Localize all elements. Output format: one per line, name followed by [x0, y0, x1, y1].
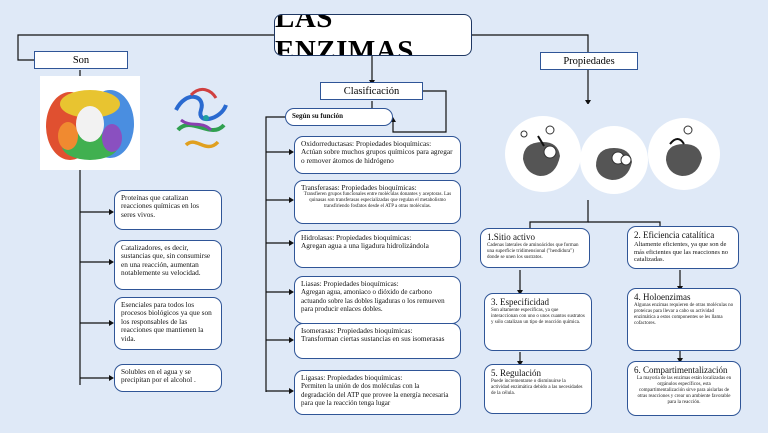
class-item-isomerasas: Isomerasas: Propiedades bioquímicas: Tra…: [294, 323, 461, 359]
clasificacion-header: Clasificación: [320, 82, 423, 100]
class-item-desc: Actúan sobre muchos grupos químicos para…: [301, 147, 453, 165]
segun-funcion-box: Según su función: [285, 108, 393, 126]
prop-item-compartimentalizacion: 6. Compartimentalización La mayoría de l…: [627, 361, 741, 416]
prop-item-name: 2. Eficiencia catalítica: [634, 230, 715, 240]
propiedades-header: Propiedades: [540, 52, 638, 70]
prop-item-regulacion: 5. Regulación Puede incrementarse o dism…: [484, 364, 592, 414]
class-item-desc: Permiten la unión de dos moléculas con l…: [301, 382, 449, 408]
son-item-2: Catalizadores, es decir, sustancias que,…: [114, 240, 222, 290]
prop-item-desc: Algunas enzimas requieren de otras moléc…: [634, 303, 734, 326]
class-item-name: Liasas: Propiedades bioquímicas:: [301, 279, 399, 288]
enzyme-substrate-diagram: [498, 104, 723, 200]
class-item-name: Ligasas: Propiedades bioquímicas:: [301, 373, 403, 382]
prop-item-especificidad: 3. Especificidad Son altamente específic…: [484, 293, 592, 351]
class-item-name: Isomerasas: Propiedades bioquímicas:: [301, 326, 413, 335]
enzyme-structure-image-1: [40, 76, 140, 170]
class-item-name: Transferasas: Propiedades bioquímicas:: [301, 183, 417, 192]
prop-item-name: 6. Compartimentalización: [634, 365, 728, 375]
enzyme-structure-image-2: [174, 87, 228, 149]
class-item-desc: Transforman ciertas sustancias en sus is…: [301, 334, 445, 344]
class-item-desc: Agregan agua, amoniaco o dióxido de carb…: [301, 288, 445, 314]
class-item-name: Oxidorreductasas: Propiedades bioquímica…: [301, 139, 432, 148]
class-item-desc: Transfieren grupos funcionales entre mol…: [303, 192, 452, 210]
son-item-1: Proteínas que catalizan reacciones quími…: [114, 190, 222, 230]
class-item-transferasas: Transferasas: Propiedades bioquímicas: T…: [294, 180, 461, 224]
prop-item-name: 5. Regulación: [491, 368, 541, 378]
prop-item-sitio-activo: 1.Sitio activo Cadenas laterales de amin…: [480, 228, 590, 268]
class-item-liasas: Liasas: Propiedades bioquímicas: Agregan…: [294, 276, 461, 324]
class-item-ligasas: Ligasas: Propiedades bioquímicas: Permit…: [294, 370, 461, 415]
prop-item-desc: Son altamente específicas, ya que intera…: [491, 308, 585, 325]
prop-item-holoenzimas: 4. Holoenzimas Algunas enzimas requieren…: [627, 288, 741, 351]
prop-item-desc: La mayoría de las enzimas están localiza…: [636, 376, 732, 405]
son-item-3: Esenciales para todos los procesos bioló…: [114, 297, 222, 350]
prop-item-desc: Altamente eficientes, ya que son de más …: [634, 241, 729, 263]
class-item-hidrolasas: Hidrolasas: Propiedades bioquímicas: Agr…: [294, 230, 461, 268]
prop-item-desc: Cadenas laterales de aminoácidos que for…: [487, 243, 579, 260]
prop-item-name: 4. Holoenzimas: [634, 292, 691, 302]
class-item-name: Hidrolasas: Propiedades bioquímicas:: [301, 233, 412, 242]
son-item-4: Solubles en el agua y se precipitan por …: [114, 364, 222, 392]
prop-item-desc: Puede incrementarse o disminuirse la act…: [491, 379, 583, 396]
prop-item-name: 3. Especificidad: [491, 297, 549, 307]
prop-item-eficiencia: 2. Eficiencia catalítica Altamente efici…: [627, 226, 739, 269]
class-item-oxidorreductasas: Oxidorreductasas: Propiedades bioquímica…: [294, 136, 461, 174]
son-header: Son: [34, 51, 128, 69]
prop-item-name: 1.Sitio activo: [487, 232, 535, 242]
page-title: LAS ENZIMAS: [274, 14, 472, 56]
class-item-desc: Agregan agua a una ligadura hidrolizándo…: [301, 241, 429, 251]
